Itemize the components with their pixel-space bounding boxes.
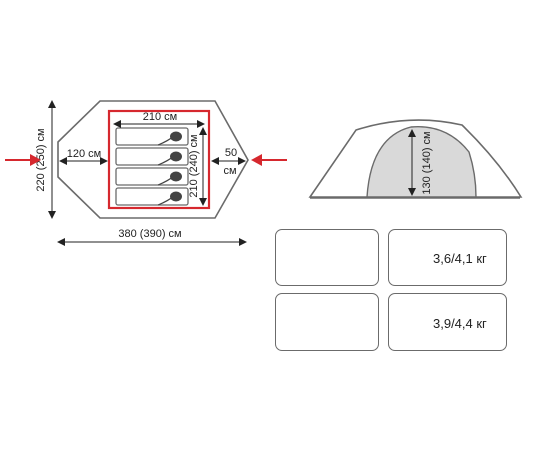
sleeping-bags	[115, 127, 189, 206]
dome-height-label: 130 (140) см	[421, 131, 433, 194]
weight-value: 3,9/4,4 кг	[433, 316, 487, 331]
weight-value: 3,6/4,1 кг	[433, 251, 487, 266]
total-length-label: 380 (390) см	[118, 228, 181, 240]
sleeping-bag	[115, 127, 189, 146]
tent-inner-dome	[366, 126, 477, 198]
entrance-arrow-left-icon	[5, 154, 41, 166]
vestibule-label: 120 см	[67, 148, 101, 160]
sleeping-bag	[115, 187, 189, 206]
sleeping-bag	[115, 167, 189, 186]
sleeping-bag	[115, 147, 189, 166]
weight-box	[388, 293, 507, 351]
entrance-arrow-right-icon	[251, 154, 287, 166]
length-label: 210 (240) см	[188, 134, 200, 197]
tent-side-view: 130 (140) см	[308, 119, 523, 199]
capacity-box	[275, 293, 379, 351]
capacity-box	[275, 229, 379, 286]
side-unit-label: см	[223, 165, 236, 177]
side-value-label: 50	[225, 147, 237, 159]
width-label: 210 см	[143, 111, 177, 123]
weight-box	[388, 229, 507, 286]
